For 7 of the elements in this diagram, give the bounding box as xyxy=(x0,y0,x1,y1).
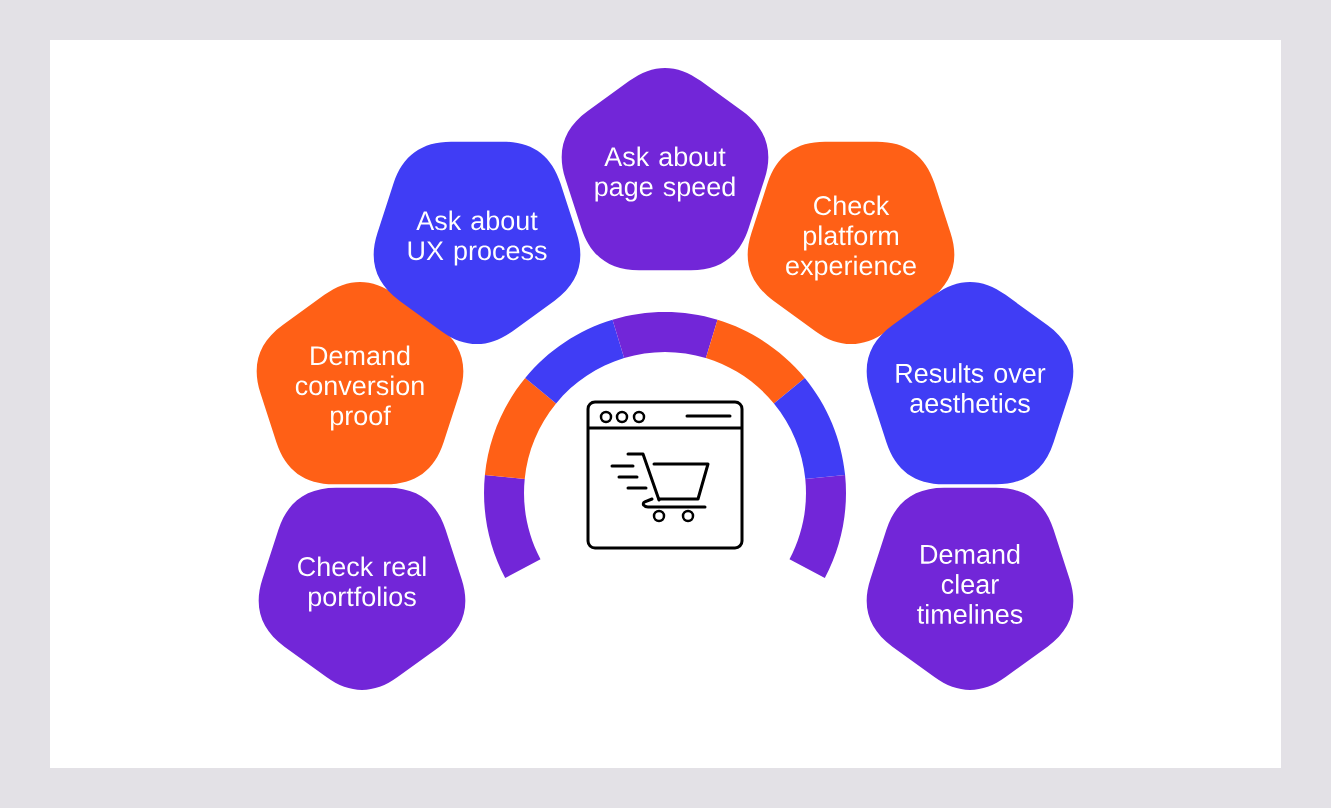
pentagon-tile: Ask about UX process xyxy=(373,141,581,345)
pentagon-tile: Demand conversion proof xyxy=(256,281,464,485)
pentagon-tile: Check platform experience xyxy=(747,141,955,345)
pentagon-tile: Results over aesthetics xyxy=(866,281,1074,485)
pentagon-tile: Demand clear timelines xyxy=(866,487,1074,691)
pentagon-tile: Ask about page speed xyxy=(561,67,769,271)
pentagon-tile: Check real portfolios xyxy=(258,487,466,691)
